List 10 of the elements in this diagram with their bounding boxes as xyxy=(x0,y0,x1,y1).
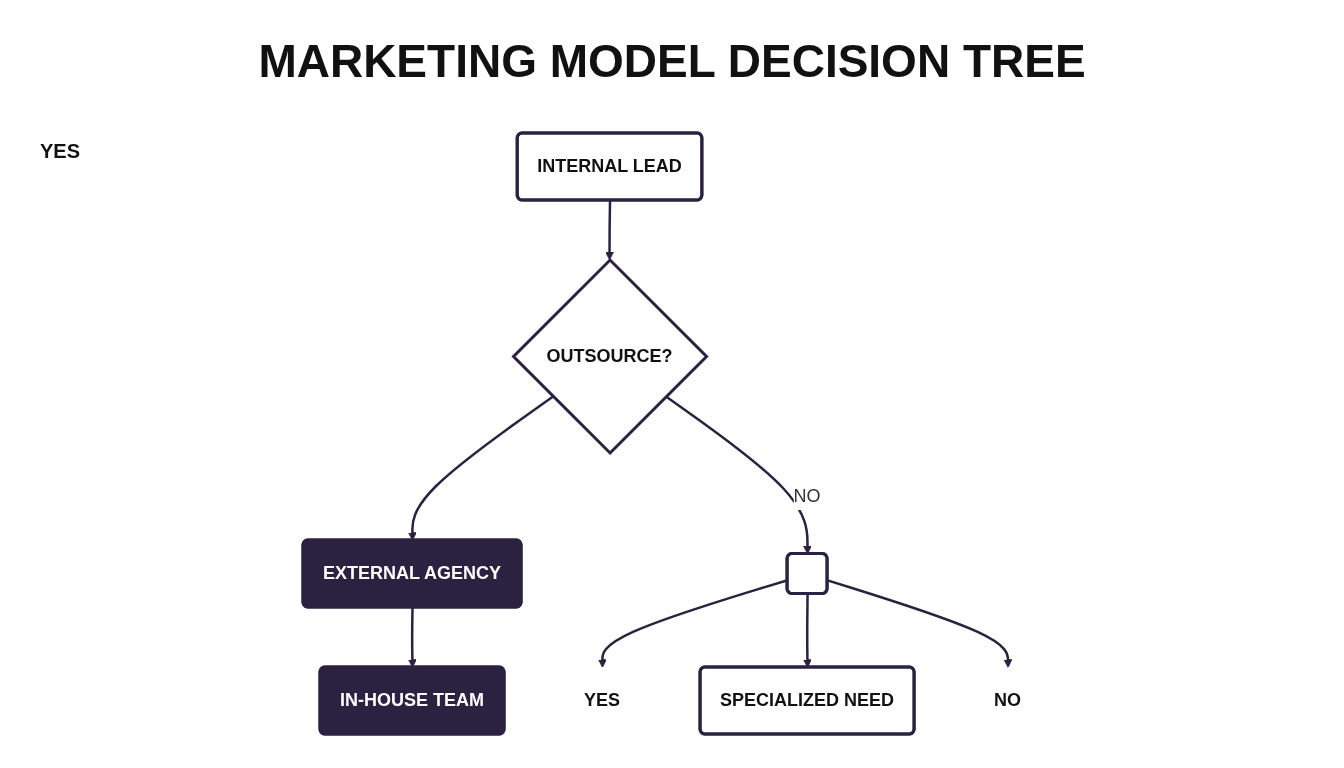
note-text: YES xyxy=(40,140,81,163)
arrow xyxy=(605,199,614,260)
arrow xyxy=(597,578,788,668)
node-text: YES xyxy=(583,689,620,710)
arrow xyxy=(665,395,812,554)
diagram-title: MARKETING MODEL DECISION TREE xyxy=(258,34,1086,88)
node-diamond: OUTSOURCE? xyxy=(511,257,709,455)
node-text: NO xyxy=(994,689,1022,710)
arrow xyxy=(827,578,1013,668)
edge-label: NO xyxy=(793,485,821,506)
